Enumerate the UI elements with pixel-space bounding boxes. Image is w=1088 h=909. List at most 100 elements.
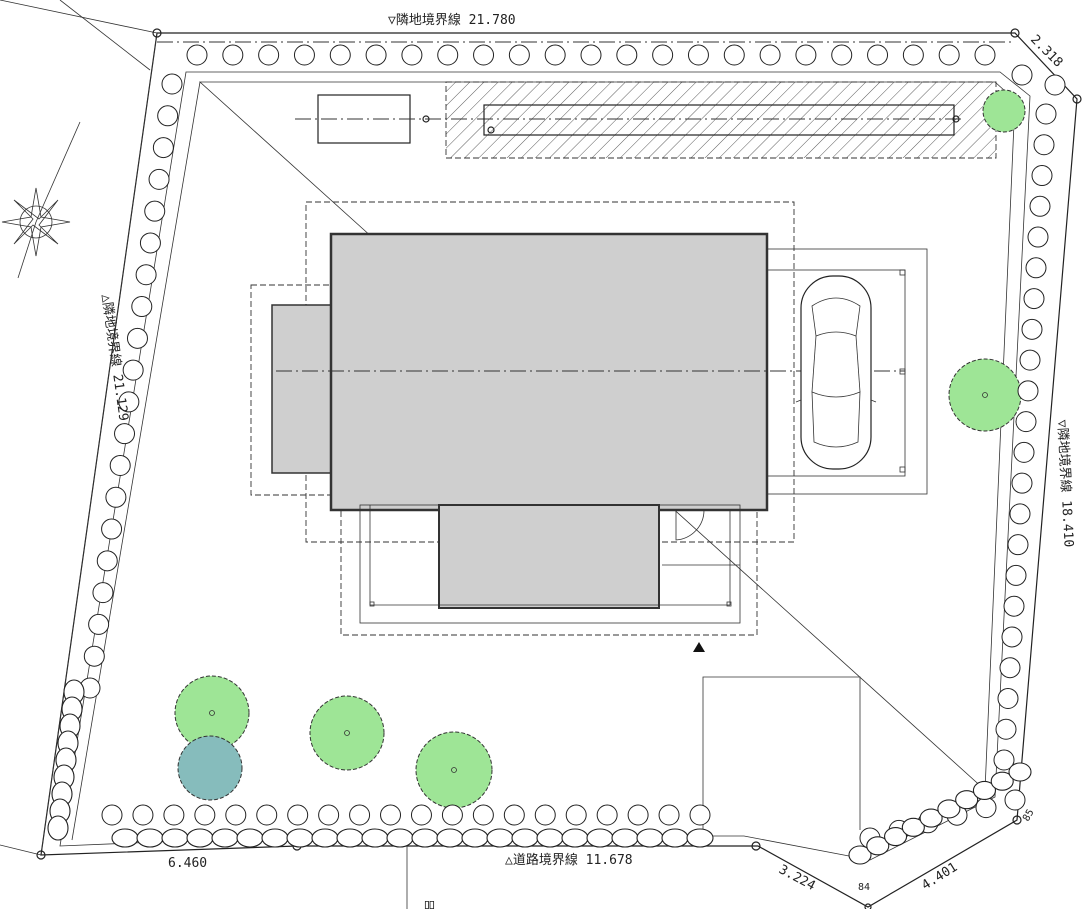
- shrub-icon: [1011, 472, 1033, 494]
- stone-icon: [461, 828, 489, 848]
- stone-icon: [586, 828, 614, 848]
- shrub-icon: [1011, 64, 1033, 86]
- shrub-icon: [565, 804, 587, 826]
- entrance-triangle-icon: [693, 642, 705, 652]
- tree: [415, 731, 493, 809]
- shrub-icon: [508, 44, 530, 66]
- north-boundary-label: ▽隣地境界線 21.780: [388, 12, 516, 28]
- shrub-icon: [975, 797, 997, 819]
- shrub-icon: [222, 44, 244, 66]
- shrub-icon: [995, 718, 1017, 740]
- stone-icon: [561, 828, 589, 848]
- shrub-icon: [1003, 595, 1025, 617]
- shrub-icon: [225, 804, 247, 826]
- shrub-icon: [658, 804, 680, 826]
- stone-icon: [937, 799, 961, 819]
- shrub-icon: [1033, 134, 1055, 156]
- car-top-view-icon: [795, 275, 877, 470]
- stone-icon: [386, 828, 414, 848]
- shrub-icon: [329, 44, 351, 66]
- shrub-icon: [1021, 318, 1043, 340]
- shrub-icon: [534, 804, 556, 826]
- stone-icon: [661, 828, 689, 848]
- stone-icon: [136, 828, 164, 848]
- shrub-icon: [163, 804, 185, 826]
- stone-icon: [536, 828, 564, 848]
- stone-icon: [411, 828, 439, 848]
- stone-icon: [955, 790, 979, 810]
- shrub-icon: [152, 137, 174, 159]
- shrub-icon: [258, 44, 280, 66]
- shrub-icon: [1007, 534, 1029, 556]
- stone-icon: [211, 828, 239, 848]
- stone-icon: [286, 828, 314, 848]
- stone-icon: [919, 808, 943, 828]
- shrub-icon: [1029, 195, 1051, 217]
- stone-icon: [511, 828, 539, 848]
- stone-icon: [636, 828, 664, 848]
- shrub-icon: [831, 44, 853, 66]
- driveway: [702, 676, 861, 836]
- shrub-icon: [194, 804, 216, 826]
- compass-rose-icon: [1, 121, 81, 279]
- east-boundary-label: ▽隣地境界線 18.410: [1054, 419, 1077, 547]
- shrub-icon: [1044, 74, 1066, 96]
- shrub-icon: [723, 44, 745, 66]
- shrub-icon: [627, 804, 649, 826]
- shrub-icon: [101, 804, 123, 826]
- stone-icon: [336, 828, 364, 848]
- stone-icon: [486, 828, 514, 848]
- shrub-icon: [999, 657, 1021, 679]
- shrub-icon: [96, 550, 118, 572]
- stone-icon: [361, 828, 389, 848]
- shrub-icon: [473, 44, 495, 66]
- stone-icon: [47, 815, 69, 841]
- shrub-icon: [101, 518, 123, 540]
- shrub-icon: [135, 264, 157, 286]
- shrub-icon: [1004, 789, 1026, 811]
- shrub-icon: [759, 44, 781, 66]
- shrub-icon: [186, 44, 208, 66]
- west-boundary-label: △隣地境界線 21.129: [98, 293, 132, 422]
- shrub-icon: [287, 804, 309, 826]
- shrub-icon: [109, 454, 131, 476]
- shrub-icon: [161, 73, 183, 95]
- shrub-icon: [441, 804, 463, 826]
- stone-icon: [990, 771, 1014, 791]
- shrub-icon: [472, 804, 494, 826]
- shrub-icon: [993, 749, 1015, 771]
- shrub-icon: [139, 232, 161, 254]
- shrub-icon: [687, 44, 709, 66]
- shrub-icon: [92, 582, 114, 604]
- boundary-stones: [47, 679, 1032, 865]
- shrub-icon: [380, 804, 402, 826]
- shrub-icon: [596, 804, 618, 826]
- hedge-shrubs: [79, 44, 1066, 849]
- stone-icon: [111, 828, 139, 848]
- stone-icon: [311, 828, 339, 848]
- stone-icon: [161, 828, 189, 848]
- shrub-icon: [974, 44, 996, 66]
- tree: [982, 89, 1026, 133]
- shrub-icon: [293, 44, 315, 66]
- shrub-icon: [867, 44, 889, 66]
- bottom-text-fragment: 吅: [424, 899, 435, 909]
- stone-icon: [901, 817, 925, 837]
- shrub-icon: [410, 804, 432, 826]
- shrub-icon: [938, 44, 960, 66]
- shrub-icon: [902, 44, 924, 66]
- shrub-icon: [689, 804, 711, 826]
- stone-icon: [848, 845, 872, 865]
- corner-angle-label-b: 84: [858, 882, 870, 893]
- shrub-icon: [88, 613, 110, 635]
- stone-icon: [611, 828, 639, 848]
- shrub-icon: [132, 804, 154, 826]
- shrub-icon: [1035, 103, 1057, 125]
- corner-angle-label-a: 85: [1021, 808, 1037, 824]
- shrub-icon: [1001, 626, 1023, 648]
- carport: [766, 248, 928, 495]
- stone-icon: [972, 780, 996, 800]
- shrub-icon: [437, 44, 459, 66]
- shrub-icon: [256, 804, 278, 826]
